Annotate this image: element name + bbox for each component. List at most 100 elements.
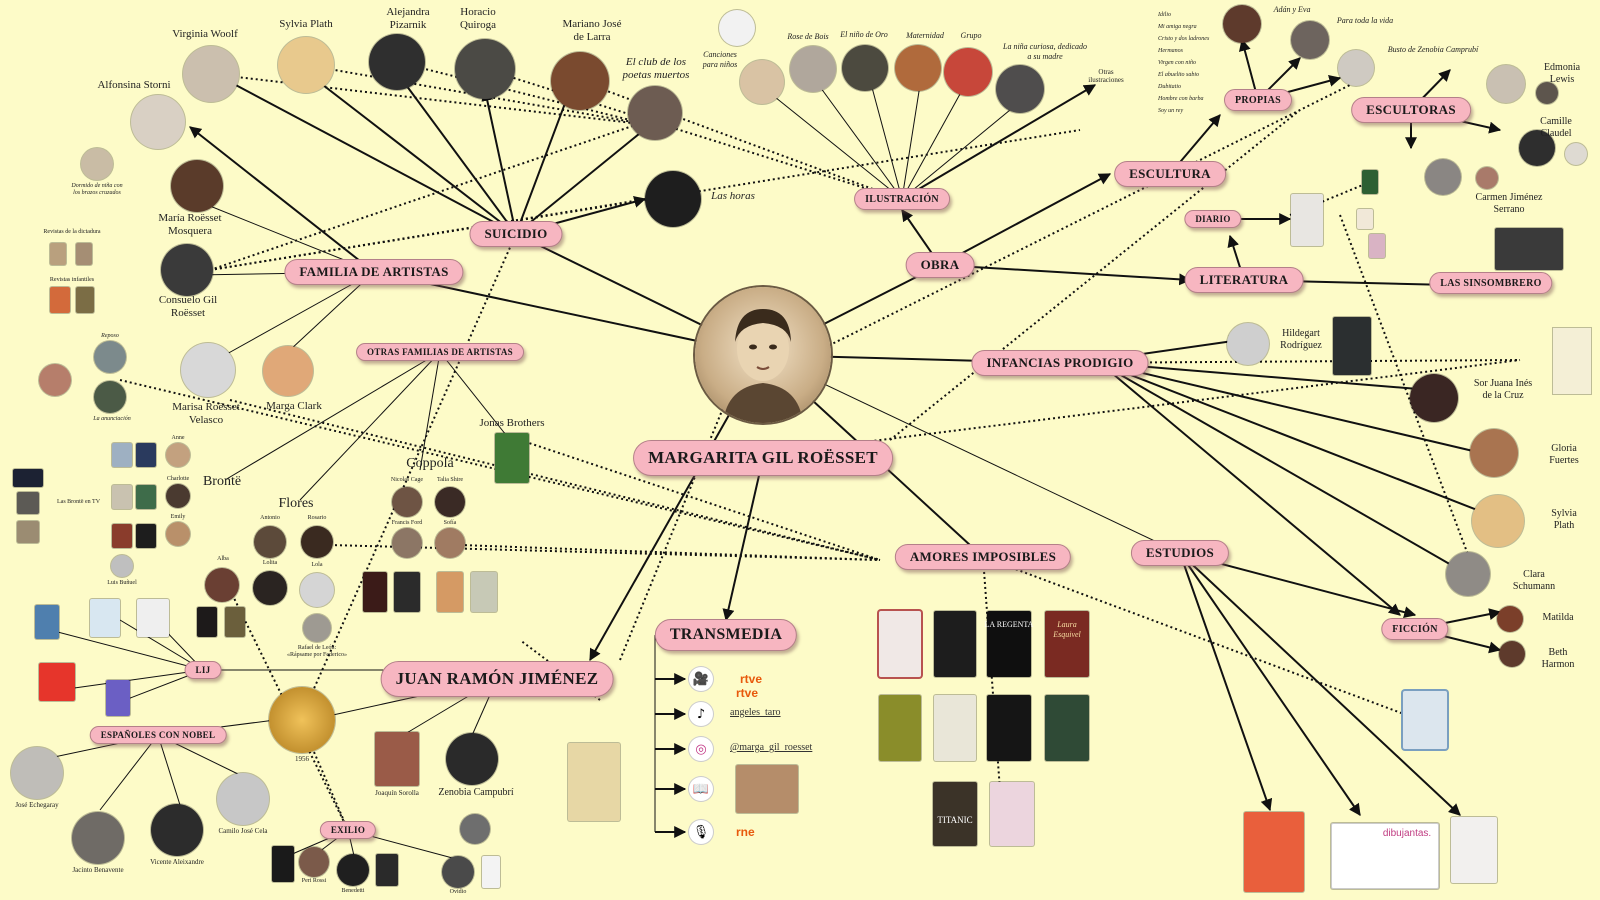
hub-sinsombrero[interactable]: LAS SINSOMBRERO: [1429, 272, 1553, 294]
lij-book-1[interactable]: [35, 605, 59, 639]
diario-cover[interactable]: [1291, 194, 1323, 246]
sorolla-painting[interactable]: [375, 732, 419, 786]
camille-claudel-photo[interactable]: [1519, 130, 1555, 166]
diario-item-1[interactable]: [1362, 170, 1378, 194]
hildegart-photo[interactable]: [1227, 323, 1269, 365]
sor-juana-photo[interactable]: [1410, 374, 1458, 422]
las-horas-photo[interactable]: [645, 171, 701, 227]
hub-exilio[interactable]: EXILIO: [319, 821, 377, 839]
lij-book-2[interactable]: [90, 599, 120, 637]
nobel-medal[interactable]: [269, 687, 335, 753]
edmonia-lewis-work[interactable]: [1536, 82, 1558, 104]
echegaray-photo[interactable]: [11, 747, 63, 799]
revista-infantil-2[interactable]: [76, 287, 94, 313]
lij-book-4[interactable]: [39, 663, 75, 701]
microphone-icon[interactable]: 🎙: [689, 820, 713, 844]
bronte-book-2[interactable]: [136, 443, 156, 467]
ovidio-photo[interactable]: [442, 856, 474, 888]
francis-ford-photo[interactable]: [392, 528, 422, 558]
alfonsina-storni-photo[interactable]: [131, 95, 185, 149]
anunciacion-photo[interactable]: [94, 381, 126, 413]
lij-book-5[interactable]: [106, 680, 130, 716]
antonio-flores-photo[interactable]: [254, 526, 286, 558]
estudios-book-1[interactable]: [1244, 812, 1304, 892]
revista-dictadura-1[interactable]: [50, 243, 66, 265]
canciones-top-photo[interactable]: [719, 10, 755, 46]
carmen-jimenez-photo[interactable]: [1425, 159, 1461, 195]
coppola-film-1[interactable]: [363, 572, 387, 612]
busto-zenobia-photo[interactable]: [1338, 50, 1374, 86]
coppola-film-4[interactable]: [471, 572, 497, 612]
coppola-film-2[interactable]: [394, 572, 420, 612]
exilio-book-3[interactable]: [482, 856, 500, 888]
book-icon[interactable]: 📖: [689, 777, 713, 801]
bronte-book-5[interactable]: [112, 524, 132, 548]
talia-shire-photo[interactable]: [435, 487, 465, 517]
grupo-photo[interactable]: [944, 48, 992, 96]
club-poetas-photo[interactable]: [628, 86, 682, 140]
hildegart-film[interactable]: [1333, 317, 1371, 375]
tiktok-icon[interactable]: ♪: [689, 702, 713, 726]
horacio-quiroga-photo[interactable]: [455, 39, 515, 99]
flores-poster-1[interactable]: [197, 607, 217, 637]
estudios-book-3[interactable]: [1451, 817, 1497, 883]
dormido-photo[interactable]: [81, 148, 113, 180]
emily-bronte-photo[interactable]: [166, 522, 190, 546]
exilio-book-2[interactable]: [376, 854, 398, 886]
maternidad-photo[interactable]: [895, 45, 941, 91]
nina-curiosa-photo[interactable]: [996, 65, 1044, 113]
titanic-poster[interactable]: [933, 782, 977, 846]
diario-item-3[interactable]: [1369, 234, 1385, 258]
clara-schumann-photo[interactable]: [1446, 552, 1490, 596]
instagram-icon[interactable]: ◎: [689, 737, 713, 761]
lola-flores-photo[interactable]: [300, 573, 334, 607]
dibujantas-card[interactable]: [1331, 823, 1439, 889]
alba-flores-photo[interactable]: [205, 568, 239, 602]
camera-icon[interactable]: 🎥: [689, 667, 713, 691]
lolita-flores-photo[interactable]: [253, 571, 287, 605]
luis-bunuel-photo[interactable]: [111, 555, 133, 577]
gloria-fuertes-photo[interactable]: [1470, 429, 1518, 477]
anne-bronte-photo[interactable]: [166, 443, 190, 467]
marga-clark-photo[interactable]: [263, 346, 313, 396]
la-regenta-book[interactable]: [987, 611, 1031, 677]
bronte-tv-3[interactable]: [17, 521, 39, 543]
margarita-portrait[interactable]: [695, 287, 831, 423]
rainbow-profile-photo[interactable]: [39, 364, 71, 396]
para-toda-photo[interactable]: [1291, 21, 1329, 59]
hub-escultoras[interactable]: ESCULTORAS: [1351, 97, 1471, 123]
jonas-brothers-poster[interactable]: [495, 433, 529, 483]
hub-espanoles-nobel[interactable]: ESPAÑOLES CON NOBEL: [89, 726, 227, 744]
hub-otras-familias[interactable]: OTRAS FAMILIAS DE ARTISTAS: [356, 343, 524, 361]
coppola-film-3[interactable]: [437, 572, 463, 612]
bronte-tv-1[interactable]: [13, 469, 43, 487]
hub-infancias-prodigio[interactable]: INFANCIAS PRODIGIO: [971, 350, 1149, 376]
virginia-woolf-photo[interactable]: [183, 46, 239, 102]
hub-obra[interactable]: OBRA: [905, 252, 975, 278]
reposo-photo[interactable]: [94, 341, 126, 373]
center-title[interactable]: MARGARITA GIL ROËSSET: [633, 440, 893, 476]
bronte-tv-2[interactable]: [17, 492, 39, 514]
canciones-photo[interactable]: [740, 60, 784, 104]
hub-diario[interactable]: DIARIO: [1184, 210, 1242, 228]
exilio-group-photo[interactable]: [460, 814, 490, 844]
transmedia-illustration[interactable]: [736, 765, 798, 813]
rafael-de-leon-photo[interactable]: [303, 614, 331, 642]
hub-literatura[interactable]: LITERATURA: [1184, 267, 1304, 293]
hub-transmedia[interactable]: TRANSMEDIA: [654, 619, 798, 651]
marisa-roesset-photo[interactable]: [181, 343, 235, 397]
hub-estudios[interactable]: ESTUDIOS: [1130, 540, 1230, 566]
amores-book-8[interactable]: [1045, 695, 1089, 761]
amores-book-7[interactable]: [987, 695, 1031, 761]
amores-book-6[interactable]: [934, 695, 976, 761]
matilda-photo[interactable]: [1497, 606, 1523, 632]
amores-poster-right[interactable]: [1403, 691, 1447, 749]
consuelo-gil-photo[interactable]: [161, 244, 213, 296]
nicolas-cage-photo[interactable]: [392, 487, 422, 517]
tiktok-label[interactable]: angeles_taro: [730, 707, 781, 718]
revista-infantil-1[interactable]: [50, 287, 70, 313]
hub-amores-imposibles[interactable]: AMORES IMPOSIBLES: [894, 544, 1072, 570]
amores-book-10[interactable]: [990, 782, 1034, 846]
jrj-book[interactable]: [568, 743, 620, 821]
sylvia-plath-right-photo[interactable]: [1472, 495, 1524, 547]
